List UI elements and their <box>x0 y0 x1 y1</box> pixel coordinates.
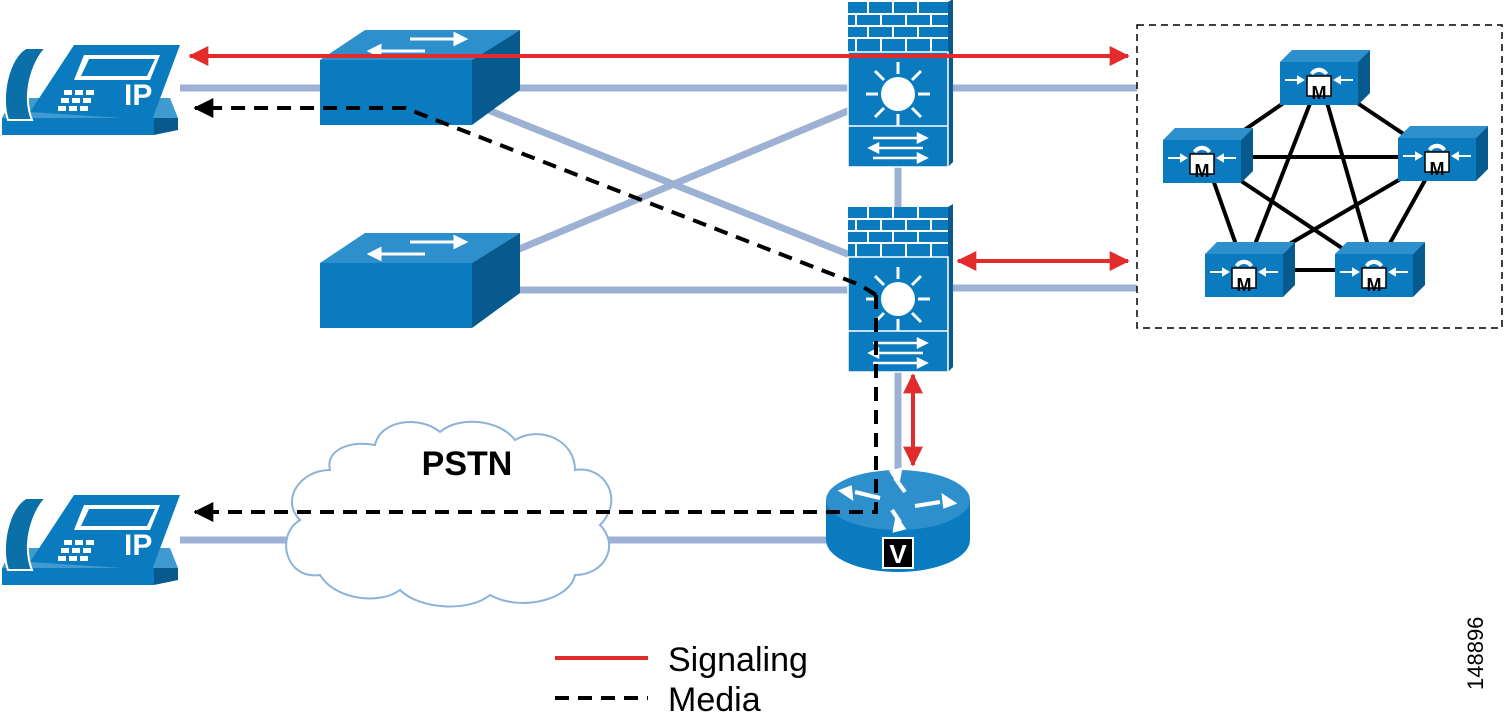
gateway-badge-label: V <box>889 539 907 569</box>
voice-gateway-router-icon <box>826 467 970 572</box>
access-switch-top-icon <box>318 28 522 127</box>
legend: Signaling Media <box>555 641 808 719</box>
call-manager-right-badge: M <box>1430 159 1445 179</box>
figure-id: 148896 <box>1463 617 1488 690</box>
pstn-cloud-icon <box>285 420 613 608</box>
ip-phone-bottom-label: IP <box>124 529 152 562</box>
network-links <box>180 84 1137 544</box>
link-switch2-fw1 <box>503 106 852 259</box>
signaling-paths <box>188 46 1130 467</box>
call-manager-bottom-right-badge: M <box>1367 275 1382 295</box>
media-paths <box>193 98 878 522</box>
firewall-switch-bottom-icon <box>846 202 955 374</box>
ip-phone-top-label: IP <box>124 79 152 112</box>
media-arrow-fw-phone <box>193 98 878 297</box>
call-manager-bottom-left-badge: M <box>1237 275 1252 295</box>
legend-media-label: Media <box>668 681 761 719</box>
firewall-switch-top-icon <box>846 0 955 169</box>
media-arrow-gateway-phone <box>193 295 878 522</box>
call-manager-left-badge: M <box>1195 161 1210 181</box>
access-switch-bottom-icon <box>318 231 522 330</box>
pstn-label: PSTN <box>422 445 513 483</box>
ip-phone-top-icon <box>1 44 181 136</box>
ip-phone-bottom-icon <box>1 494 181 586</box>
cluster-boundary <box>1136 24 1503 329</box>
legend-signaling-label: Signaling <box>668 641 808 679</box>
call-manager-top-badge: M <box>1312 83 1327 103</box>
